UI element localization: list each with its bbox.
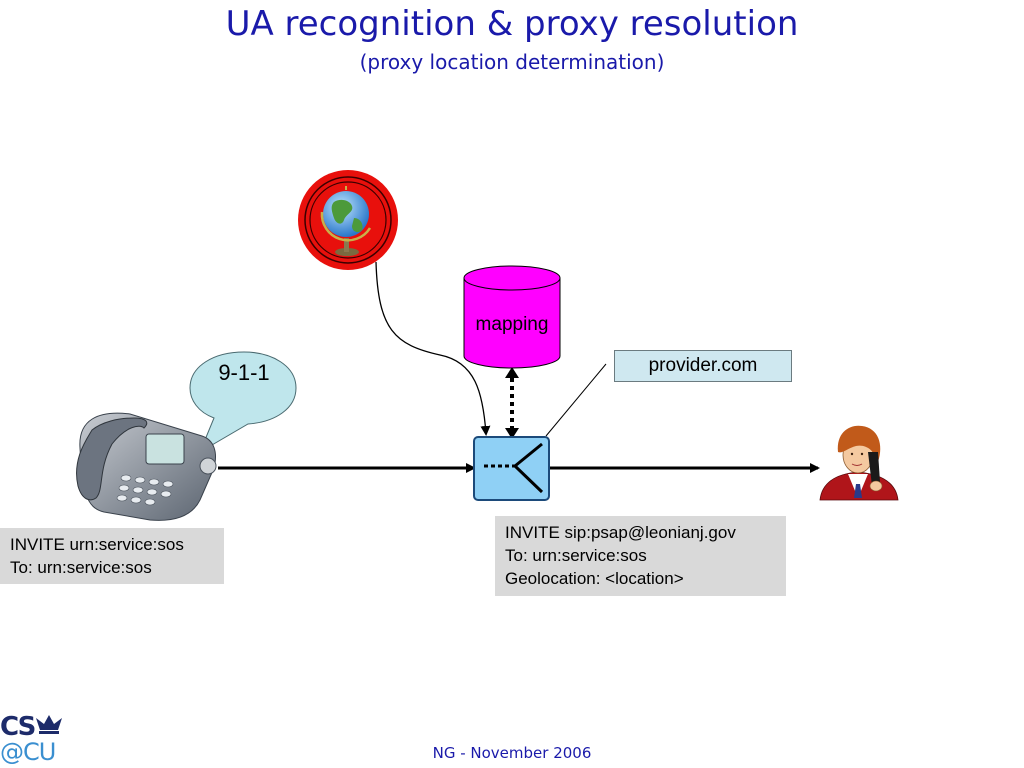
caller-invite-line: INVITE urn:service:sos — [10, 535, 184, 554]
slide-footer: NG - November 2006 — [432, 744, 592, 762]
phone-icon — [76, 412, 217, 521]
caller-invite-message: INVITE urn:service:sos To: urn:service:s… — [0, 528, 224, 584]
slide-title: UA recognition & proxy resolution — [225, 4, 799, 44]
proxy-invite-line: INVITE sip:psap@leonianj.gov — [505, 523, 736, 542]
database-label: mapping — [475, 314, 549, 335]
proxy-geolocation-line: Geolocation: <location> — [505, 569, 684, 588]
crown-icon — [36, 715, 62, 734]
dialed-number-text: 9-1-1 — [218, 360, 270, 385]
globe-icon — [298, 170, 398, 270]
location-curve — [375, 261, 491, 436]
slide-subtitle: (proxy location determination) — [359, 50, 665, 74]
mapping-query-arrow — [505, 367, 519, 439]
cs-columbia-logo: CS @CU — [0, 712, 70, 768]
proxy-to-line: To: urn:service:sos — [505, 546, 647, 565]
proxy-server-icon — [473, 436, 550, 501]
proxy-invite-message: INVITE sip:psap@leonianj.gov To: urn:ser… — [495, 516, 786, 596]
speech-bubble — [189, 351, 297, 454]
provider-callout-line — [545, 363, 607, 437]
logo-bottom-text: @CU — [0, 738, 56, 766]
database-icon — [463, 265, 561, 369]
proxy-domain-label: provider.com — [614, 350, 792, 382]
call-taker-icon — [819, 425, 899, 501]
caller-to-line: To: urn:service:sos — [10, 558, 152, 577]
logo-top-text: CS — [0, 712, 36, 742]
